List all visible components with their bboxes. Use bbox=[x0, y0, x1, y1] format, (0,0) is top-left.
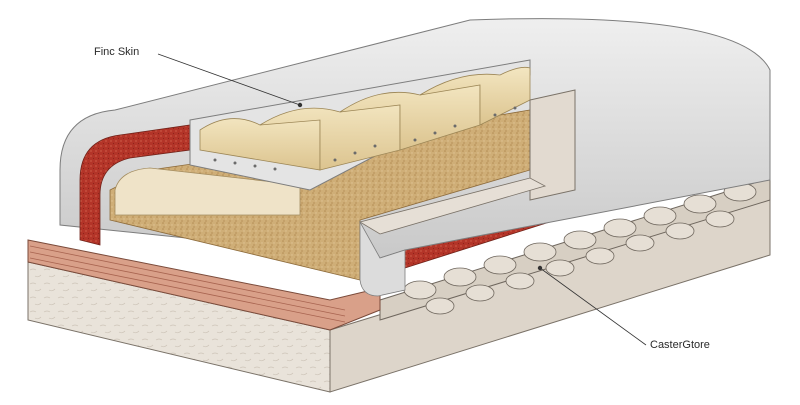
tray-holes bbox=[213, 106, 517, 171]
brick-band bbox=[27, 239, 381, 331]
foam-panels bbox=[199, 66, 531, 171]
leader-lines bbox=[157, 53, 647, 346]
callout-bottom-label: CasterGtore bbox=[650, 339, 710, 351]
leader-top bbox=[157, 53, 301, 106]
brick-lines bbox=[29, 245, 346, 323]
end-block bbox=[529, 89, 576, 201]
callout-top-label: Finc Skin bbox=[94, 46, 140, 58]
coping-strip bbox=[358, 177, 547, 235]
flashing-return bbox=[359, 220, 406, 297]
interior-wall bbox=[114, 167, 301, 216]
leader-bottom bbox=[539, 267, 647, 346]
